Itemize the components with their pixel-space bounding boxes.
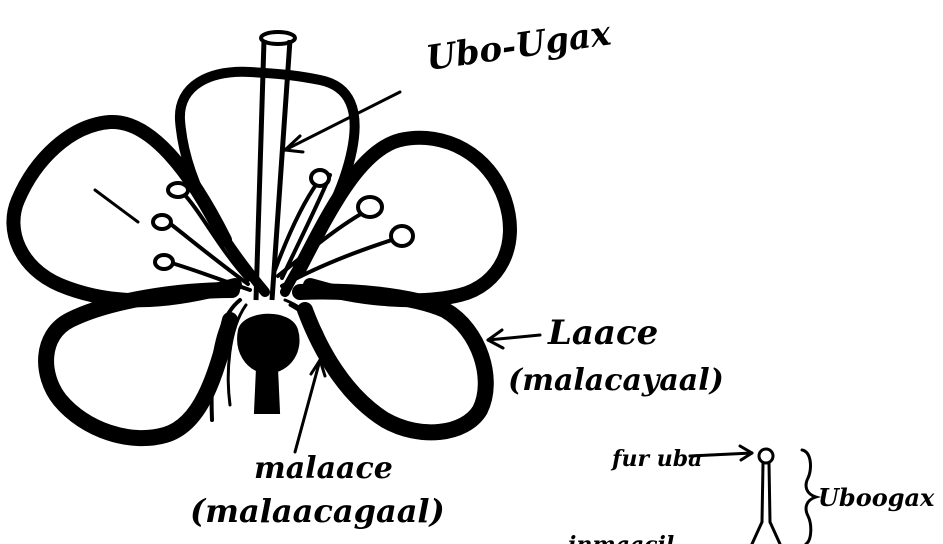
ovary-body [239, 316, 297, 372]
anther [153, 215, 171, 229]
label-stigma-small: fur uba [610, 446, 702, 472]
small-style [762, 463, 770, 522]
label-partial-bottom: inmaacil [568, 532, 674, 544]
label-style: Ubo-Ugax [424, 13, 614, 79]
label-petal-plural: (malacayaal) [508, 363, 724, 398]
brace [802, 450, 816, 544]
labels: Ubo-Ugax Laace (malacayaal) malaace (mal… [190, 13, 935, 544]
anther [168, 183, 188, 197]
anther [391, 226, 413, 246]
small-stigma [759, 449, 773, 463]
small-pistil [752, 449, 816, 544]
style-tube [256, 40, 290, 300]
petal-lower-right [300, 292, 486, 433]
anther [311, 170, 329, 186]
anther [155, 255, 173, 269]
petal-lower-left [46, 290, 232, 438]
label-sepal: malaace [254, 451, 393, 486]
petal-upper-right [300, 138, 510, 300]
label-petal: Laace [547, 313, 658, 353]
anther [358, 197, 382, 217]
label-sepal-plural: (malaacagaal) [190, 492, 445, 530]
arrow-sepal [295, 360, 320, 452]
label-pistil-small: Uboogax [818, 483, 935, 512]
arrow-petal-left [95, 190, 138, 222]
stalk [256, 368, 278, 412]
